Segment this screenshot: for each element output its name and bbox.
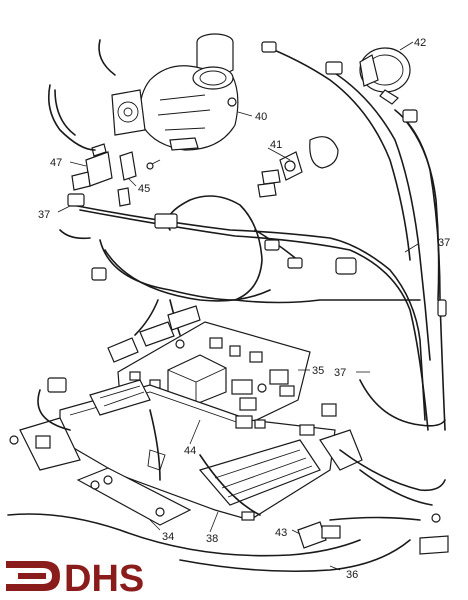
callout-41: 41 <box>270 139 282 151</box>
sensing-tube <box>241 8 359 26</box>
front-panel-34 <box>9 417 192 526</box>
callout-47: 47 <box>50 157 62 169</box>
harness-connectors <box>47 41 447 393</box>
cable-36 <box>7 379 446 573</box>
callout-45: 45 <box>138 183 150 195</box>
fan-assembly-40 <box>111 33 239 151</box>
sensor-41 <box>257 136 339 198</box>
logo-bracket-mark <box>6 561 60 591</box>
callout-37-center: 37 <box>334 367 346 379</box>
pressure-switch-42 <box>359 47 411 105</box>
callout-42: 42 <box>414 37 426 49</box>
callout-37-left: 37 <box>38 209 50 221</box>
callout-leaders <box>57 41 419 571</box>
switch-43 <box>297 513 449 555</box>
callout-labels: 42 40 41 47 45 37 37 37 35 44 38 34 43 3… <box>38 37 450 581</box>
callout-43: 43 <box>275 527 287 539</box>
callout-35: 35 <box>312 365 324 377</box>
dhs-logo: DHS <box>6 558 144 600</box>
callout-34: 34 <box>162 531 174 543</box>
callout-36: 36 <box>346 569 358 581</box>
logo-bar <box>18 573 46 579</box>
connector-block-47 <box>71 143 113 191</box>
callout-44: 44 <box>184 445 196 457</box>
connector-45 <box>117 151 161 207</box>
callout-40: 40 <box>255 111 267 123</box>
logo-text: DHS <box>64 558 144 600</box>
callout-37-right: 37 <box>438 237 450 249</box>
callout-38: 38 <box>206 533 218 545</box>
control-housing-38 <box>59 379 363 521</box>
